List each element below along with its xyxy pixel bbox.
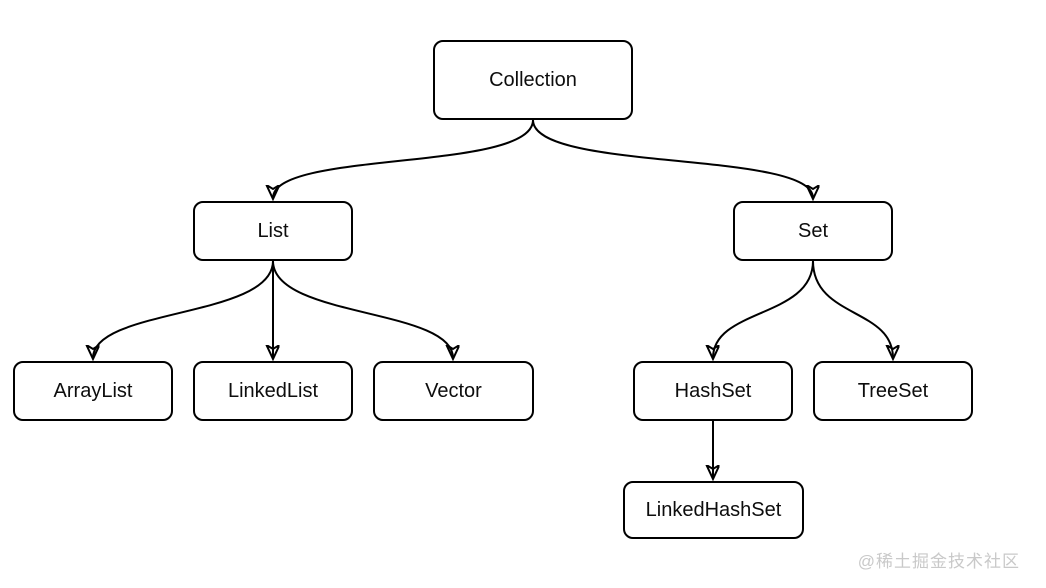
node-set: Set [733, 201, 893, 261]
edge-set-hashset [713, 260, 814, 358]
node-linkedlist: LinkedList [193, 361, 353, 421]
node-hashset-label: HashSet [674, 379, 752, 402]
node-linkedhashset-label: LinkedHashSet [645, 498, 782, 521]
edge-list-arraylist [93, 260, 274, 358]
node-arraylist: ArrayList [13, 361, 173, 421]
node-vector: Vector [373, 361, 534, 421]
node-set-label: Set [797, 219, 829, 242]
node-collection-label: Collection [489, 68, 577, 91]
node-arraylist-label: ArrayList [53, 379, 133, 402]
node-linkedhashset: LinkedHashSet [623, 481, 804, 539]
node-vector-label: Vector [425, 379, 482, 402]
node-treeset-label: TreeSet [857, 379, 929, 402]
edge-collection-list [273, 119, 534, 198]
node-hashset: HashSet [633, 361, 793, 421]
watermark: @稀土掘金技术社区 [857, 552, 1020, 571]
node-list-label: List [257, 219, 289, 242]
edge-list-vector [272, 260, 453, 358]
node-collection: Collection [433, 40, 633, 120]
edge-collection-set [532, 119, 813, 198]
node-list: List [193, 201, 353, 261]
edge-set-treeset [812, 260, 893, 358]
node-linkedlist-label: LinkedList [227, 379, 319, 402]
node-treeset: TreeSet [813, 361, 973, 421]
